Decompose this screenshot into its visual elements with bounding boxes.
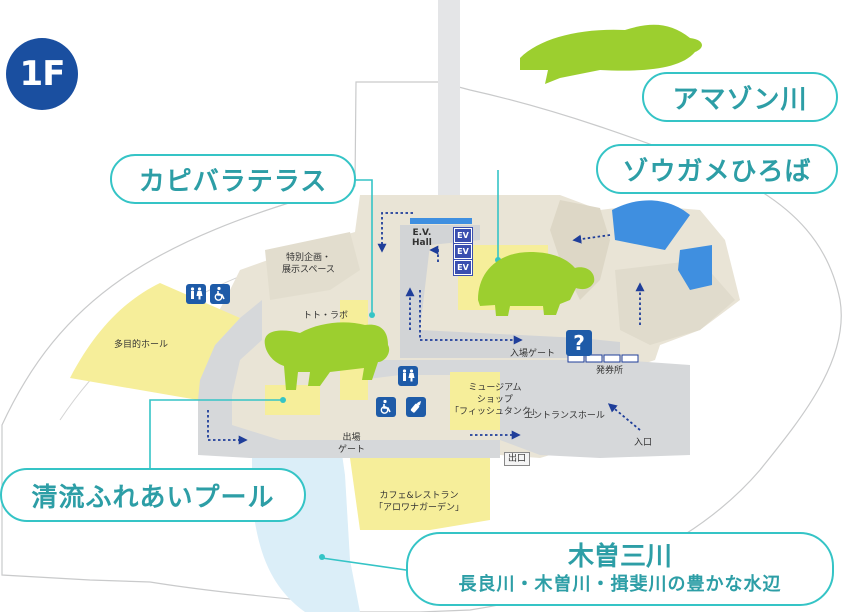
ticket-office-label: 発券所 — [596, 366, 624, 376]
elevator-3: EV — [453, 259, 473, 276]
entrance-hall-label: エントランスホール — [524, 411, 605, 421]
exhibit-block-1 — [265, 232, 360, 300]
wheelchair-icon — [376, 397, 396, 417]
route-arrows — [207, 212, 645, 445]
museum-shop-area — [450, 372, 500, 430]
ev-hall-line2: Hall — [412, 238, 432, 248]
callout-kiso-sansen[interactable]: 木曽三川 長良川・木曽川・揖斐川の豊かな水辺 — [406, 532, 834, 606]
cafe-area — [350, 458, 490, 530]
leader-lines — [149, 170, 499, 573]
multipurpose-hall-label: 多目的ホール — [114, 340, 169, 350]
corridor-east — [360, 360, 690, 458]
exhibit-block-2 — [550, 200, 610, 300]
ev-hall-window — [410, 218, 472, 224]
arapaima-icon — [520, 24, 702, 84]
entrance-label: 入口 — [634, 438, 653, 448]
special-exhibit-line2: 展示スペース — [282, 265, 335, 275]
exit-gate-label: 出場 ゲート — [338, 432, 365, 456]
route-arrow — [607, 403, 641, 431]
corridor-north — [400, 225, 620, 358]
route-arrow — [429, 245, 439, 262]
museum-shop-label: ミュージアム ショップ 「フィッシュタンク」 — [450, 382, 540, 418]
cafe-line1: カフェ&レストラン — [379, 491, 459, 501]
cafe-line2: 「アロワナガーデン」 — [374, 503, 465, 513]
restroom-icon — [186, 284, 206, 304]
pool-1 — [612, 200, 690, 250]
callout-seiryu-pool[interactable]: 清流ふれあいプール — [0, 468, 306, 522]
museum-shop-line1: ミュージアム — [468, 383, 522, 393]
museum-shop-line3: 「フィッシュタンク」 — [450, 407, 540, 417]
restroom-icon — [398, 366, 418, 386]
entry-gate-label: 入場ゲート — [510, 349, 556, 359]
special-exhibit-line1: 特別企画・ — [285, 253, 331, 263]
info-icon[interactable]: ? — [566, 330, 592, 356]
ev-hall-line1: E.V. — [412, 228, 432, 238]
tower — [438, 0, 460, 215]
pool-2 — [678, 245, 712, 290]
kiso-subtitle: 長良川・木曽川・揖斐川の豊かな水辺 — [458, 574, 782, 595]
wheelchair-icon — [210, 284, 230, 304]
exit-gate-line2: ゲート — [338, 445, 366, 455]
callout-amazon-river[interactable]: アマゾン川 — [642, 72, 838, 122]
capybara-icon — [264, 322, 390, 390]
multipurpose-hall-area — [70, 283, 240, 400]
toto-lab-label: トト・ラボ — [303, 311, 349, 321]
callout-zougame-hiroba[interactable]: ゾウガメひろば — [596, 144, 838, 194]
special-exhibit-label: 特別企画・ 展示スペース — [282, 252, 335, 276]
floor-badge: 1F — [6, 38, 78, 110]
corridor — [198, 300, 500, 458]
exit-label: 出口 — [504, 452, 531, 466]
baby-bottle-icon — [406, 397, 426, 417]
exit-gate-line1: 出場 — [342, 433, 361, 443]
elevator-2: EV — [453, 243, 473, 260]
museum-shop-line2: ショップ — [476, 395, 513, 405]
route-arrow — [207, 410, 248, 445]
elevator-1: EV — [453, 227, 473, 244]
cafe-label: カフェ&レストラン 「アロワナガーデン」 — [374, 490, 464, 514]
route-arrow — [572, 234, 611, 244]
route-arrow — [419, 290, 523, 345]
callout-capybara-terrace[interactable]: カピバラテラス — [110, 154, 356, 204]
tortoise-icon — [478, 252, 595, 316]
kiso-title: 木曽三川 — [567, 542, 672, 572]
route-arrow — [377, 212, 413, 253]
ev-hall-label: E.V. Hall — [412, 228, 432, 248]
